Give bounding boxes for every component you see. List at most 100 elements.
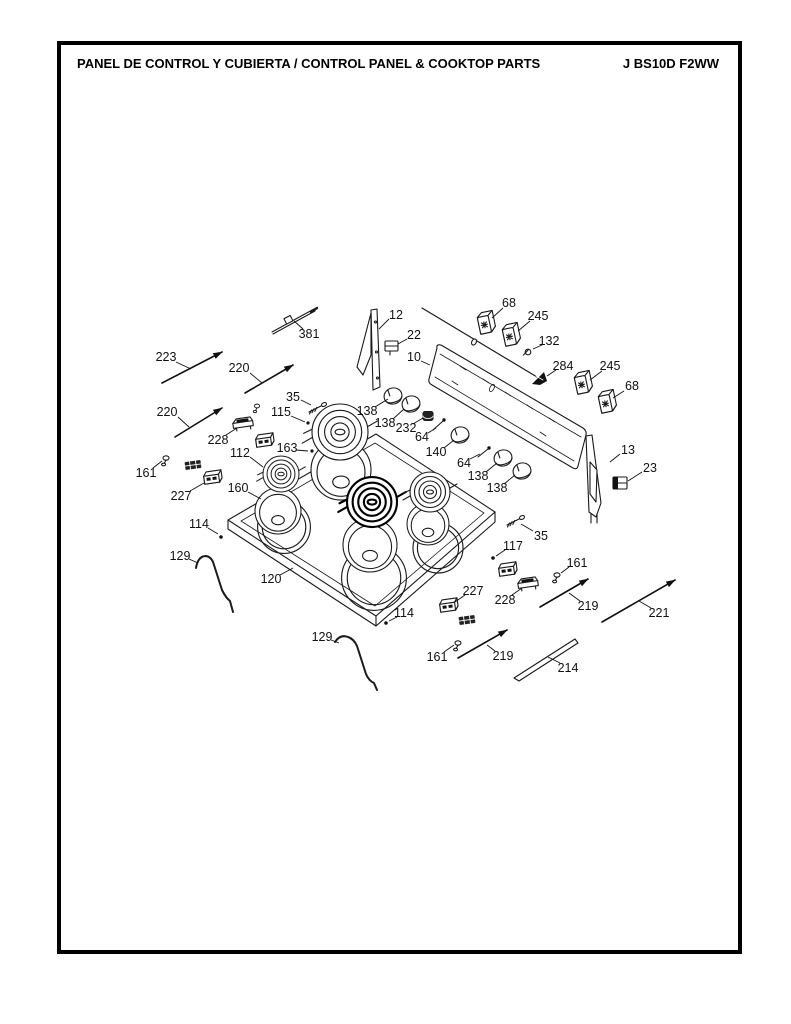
wire-223 bbox=[161, 351, 223, 384]
part-callout-160: 160 bbox=[228, 481, 249, 495]
leader-line-223 bbox=[175, 361, 192, 370]
leader-line-284 bbox=[546, 369, 557, 377]
leader-line-138 bbox=[392, 408, 405, 420]
leader-line-160 bbox=[247, 491, 262, 500]
leader-line-245 bbox=[517, 320, 531, 332]
leader-line-64 bbox=[427, 427, 437, 434]
leader-line-35 bbox=[300, 399, 312, 406]
clip-23 bbox=[612, 476, 628, 490]
part-callout-12: 12 bbox=[389, 308, 403, 322]
part-callout-138: 138 bbox=[468, 469, 489, 483]
tube-381 bbox=[271, 306, 319, 335]
leader-line-10 bbox=[420, 360, 431, 366]
part-callout-219: 219 bbox=[493, 649, 514, 663]
leader-line-115 bbox=[290, 415, 306, 423]
screw-114-a bbox=[219, 535, 223, 539]
clip-right-dark bbox=[457, 614, 477, 626]
end-bracket-right-13 bbox=[585, 434, 602, 524]
leader-line-120 bbox=[279, 567, 294, 576]
knob-138-a bbox=[381, 385, 405, 407]
screw-117 bbox=[491, 556, 495, 560]
model-number: J BS10D F2WW bbox=[623, 56, 720, 71]
part-callout-138: 138 bbox=[375, 416, 396, 430]
control-panel-10 bbox=[428, 344, 587, 470]
grommet-small bbox=[252, 403, 261, 414]
leader-line-114 bbox=[388, 616, 398, 622]
clip-22 bbox=[384, 340, 399, 356]
leader-line-132 bbox=[532, 344, 543, 350]
page-title: PANEL DE CONTROL Y CUBIERTA / CONTROL PA… bbox=[77, 56, 541, 71]
part-callout-219: 219 bbox=[578, 599, 599, 613]
screw-115 bbox=[306, 421, 310, 425]
leader-line-64 bbox=[469, 453, 481, 460]
leader-line-112 bbox=[249, 456, 264, 468]
receptacle-block-a bbox=[254, 432, 276, 448]
fastener-284 bbox=[532, 372, 547, 385]
part-callout-129: 129 bbox=[170, 549, 191, 563]
drip-bowl-160 bbox=[254, 487, 302, 535]
part-callout-221: 221 bbox=[649, 606, 670, 620]
leader-line-12 bbox=[378, 318, 390, 330]
leader-line-214 bbox=[547, 656, 561, 664]
part-callout-112: 112 bbox=[230, 446, 250, 460]
part-callout-227: 227 bbox=[463, 584, 484, 598]
part-callout-35: 35 bbox=[534, 529, 548, 543]
part-callout-132: 132 bbox=[539, 334, 560, 348]
leader-line-227 bbox=[454, 594, 466, 603]
clip-left-dark bbox=[183, 459, 203, 471]
leader-line-228 bbox=[225, 427, 238, 436]
leader-line-161 bbox=[152, 460, 163, 469]
part-callout-114: 114 bbox=[394, 606, 414, 620]
part-callout-161: 161 bbox=[136, 466, 157, 480]
leader-line-138 bbox=[485, 462, 498, 473]
part-callout-220: 220 bbox=[157, 405, 178, 419]
part-callout-140: 140 bbox=[426, 445, 447, 459]
part-callout-232: 232 bbox=[396, 421, 417, 435]
leader-line-221 bbox=[638, 600, 652, 609]
element-blade-214 bbox=[513, 638, 579, 682]
support-wire-129-b bbox=[334, 635, 378, 691]
wire-221 bbox=[601, 579, 676, 623]
wire-219-b bbox=[457, 629, 508, 659]
screw-161-a bbox=[161, 455, 170, 467]
leader-line-68 bbox=[491, 307, 504, 319]
switch-68-b bbox=[596, 388, 619, 414]
leader-line-22 bbox=[397, 338, 408, 345]
part-callout-138: 138 bbox=[357, 404, 378, 418]
screw-163 bbox=[310, 449, 314, 453]
leader-line-228 bbox=[511, 587, 523, 596]
part-callout-220: 220 bbox=[229, 361, 250, 375]
part-callout-223: 223 bbox=[156, 350, 177, 364]
leader-line-227 bbox=[189, 482, 205, 492]
leader-line-23 bbox=[627, 471, 643, 482]
switch-245-a bbox=[500, 321, 523, 347]
part-callout-245: 245 bbox=[600, 359, 621, 373]
part-callout-13: 13 bbox=[621, 443, 635, 457]
part-callout-161: 161 bbox=[567, 556, 588, 570]
leader-line-114 bbox=[207, 527, 219, 535]
support-wire-129-a bbox=[195, 555, 234, 613]
part-callout-163: 163 bbox=[277, 441, 298, 455]
screw-64-b bbox=[477, 446, 491, 458]
leader-line-35 bbox=[520, 523, 534, 532]
part-callout-117: 117 bbox=[503, 539, 523, 553]
wire-220-a bbox=[244, 364, 294, 394]
knob-138-c bbox=[491, 447, 515, 469]
leader-line-220 bbox=[249, 372, 263, 384]
leader-line-13 bbox=[609, 453, 621, 463]
knob-138-d bbox=[510, 460, 534, 482]
end-bracket-left-12 bbox=[356, 308, 381, 391]
part-callout-115: 115 bbox=[271, 405, 291, 419]
switch-245-b bbox=[572, 369, 595, 395]
part-callout-161: 161 bbox=[427, 650, 448, 664]
leader-line-161 bbox=[560, 566, 570, 574]
part-callout-10: 10 bbox=[407, 350, 421, 364]
part-callout-64: 64 bbox=[415, 430, 429, 444]
leader-line-138 bbox=[374, 398, 389, 408]
switch-block-227-b bbox=[438, 597, 460, 613]
leader-line-220 bbox=[177, 416, 190, 428]
part-callout-64: 64 bbox=[457, 456, 471, 470]
